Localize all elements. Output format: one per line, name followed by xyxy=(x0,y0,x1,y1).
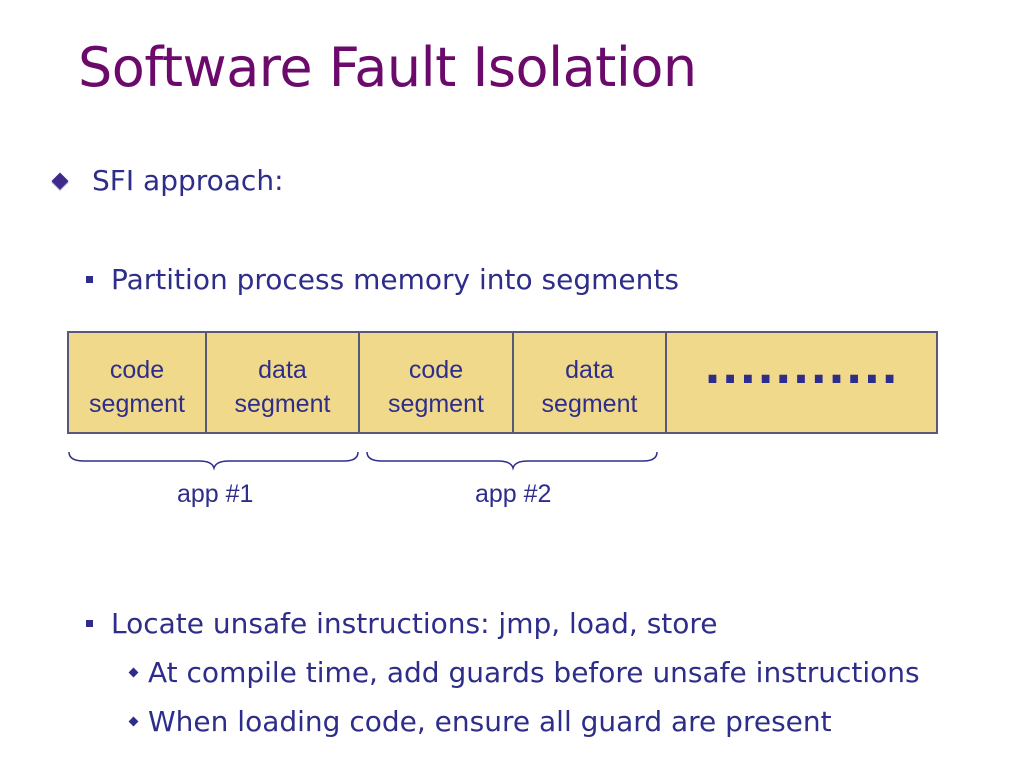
bullet-text: SFI approach: xyxy=(92,164,284,197)
bullet-text: Partition process memory into segments xyxy=(111,263,679,296)
segment-label-line1: code xyxy=(109,356,165,384)
data-segment-app1: data segment xyxy=(207,333,360,432)
segment-label-line2: segment xyxy=(89,390,185,418)
segment-label-line1: data xyxy=(258,356,307,384)
brace-app1 xyxy=(68,451,359,471)
bullet-sfi-approach: SFI approach: xyxy=(50,164,284,197)
memory-layout-diagram: code segment data segment code segment d… xyxy=(67,331,938,434)
bullet-compile-time: At compile time, add guards before unsaf… xyxy=(128,656,920,689)
brace-app2 xyxy=(366,451,658,471)
segment-label-line2: segment xyxy=(388,390,484,418)
data-segment-app2: data segment xyxy=(514,333,667,432)
app1-label: app #1 xyxy=(177,480,254,508)
segment-label-line1: data xyxy=(565,356,614,384)
bullet-text: At compile time, add guards before unsaf… xyxy=(148,656,920,689)
app2-label: app #2 xyxy=(475,480,552,508)
continuation-dots: ........... xyxy=(704,343,899,394)
slide-title: Software Fault Isolation xyxy=(78,36,697,99)
bullet-partition: Partition process memory into segments xyxy=(86,263,679,296)
code-segment-app1: code segment xyxy=(69,333,207,432)
remaining-segments: ........... xyxy=(667,333,936,432)
square-bullet-icon xyxy=(86,620,93,627)
bullet-text: When loading code, ensure all guard are … xyxy=(148,705,832,738)
small-diamond-bullet-icon xyxy=(128,667,139,678)
small-diamond-bullet-icon xyxy=(128,716,139,727)
code-segment-app2: code segment xyxy=(360,333,514,432)
bullet-locate-unsafe: Locate unsafe instructions: jmp, load, s… xyxy=(86,607,718,640)
square-bullet-icon xyxy=(86,276,93,283)
segment-label-line2: segment xyxy=(234,390,331,418)
bullet-loading-code: When loading code, ensure all guard are … xyxy=(128,705,832,738)
segment-label-line2: segment xyxy=(541,390,638,418)
segment-label-line1: code xyxy=(408,356,464,384)
bullet-text: Locate unsafe instructions: jmp, load, s… xyxy=(111,607,718,640)
